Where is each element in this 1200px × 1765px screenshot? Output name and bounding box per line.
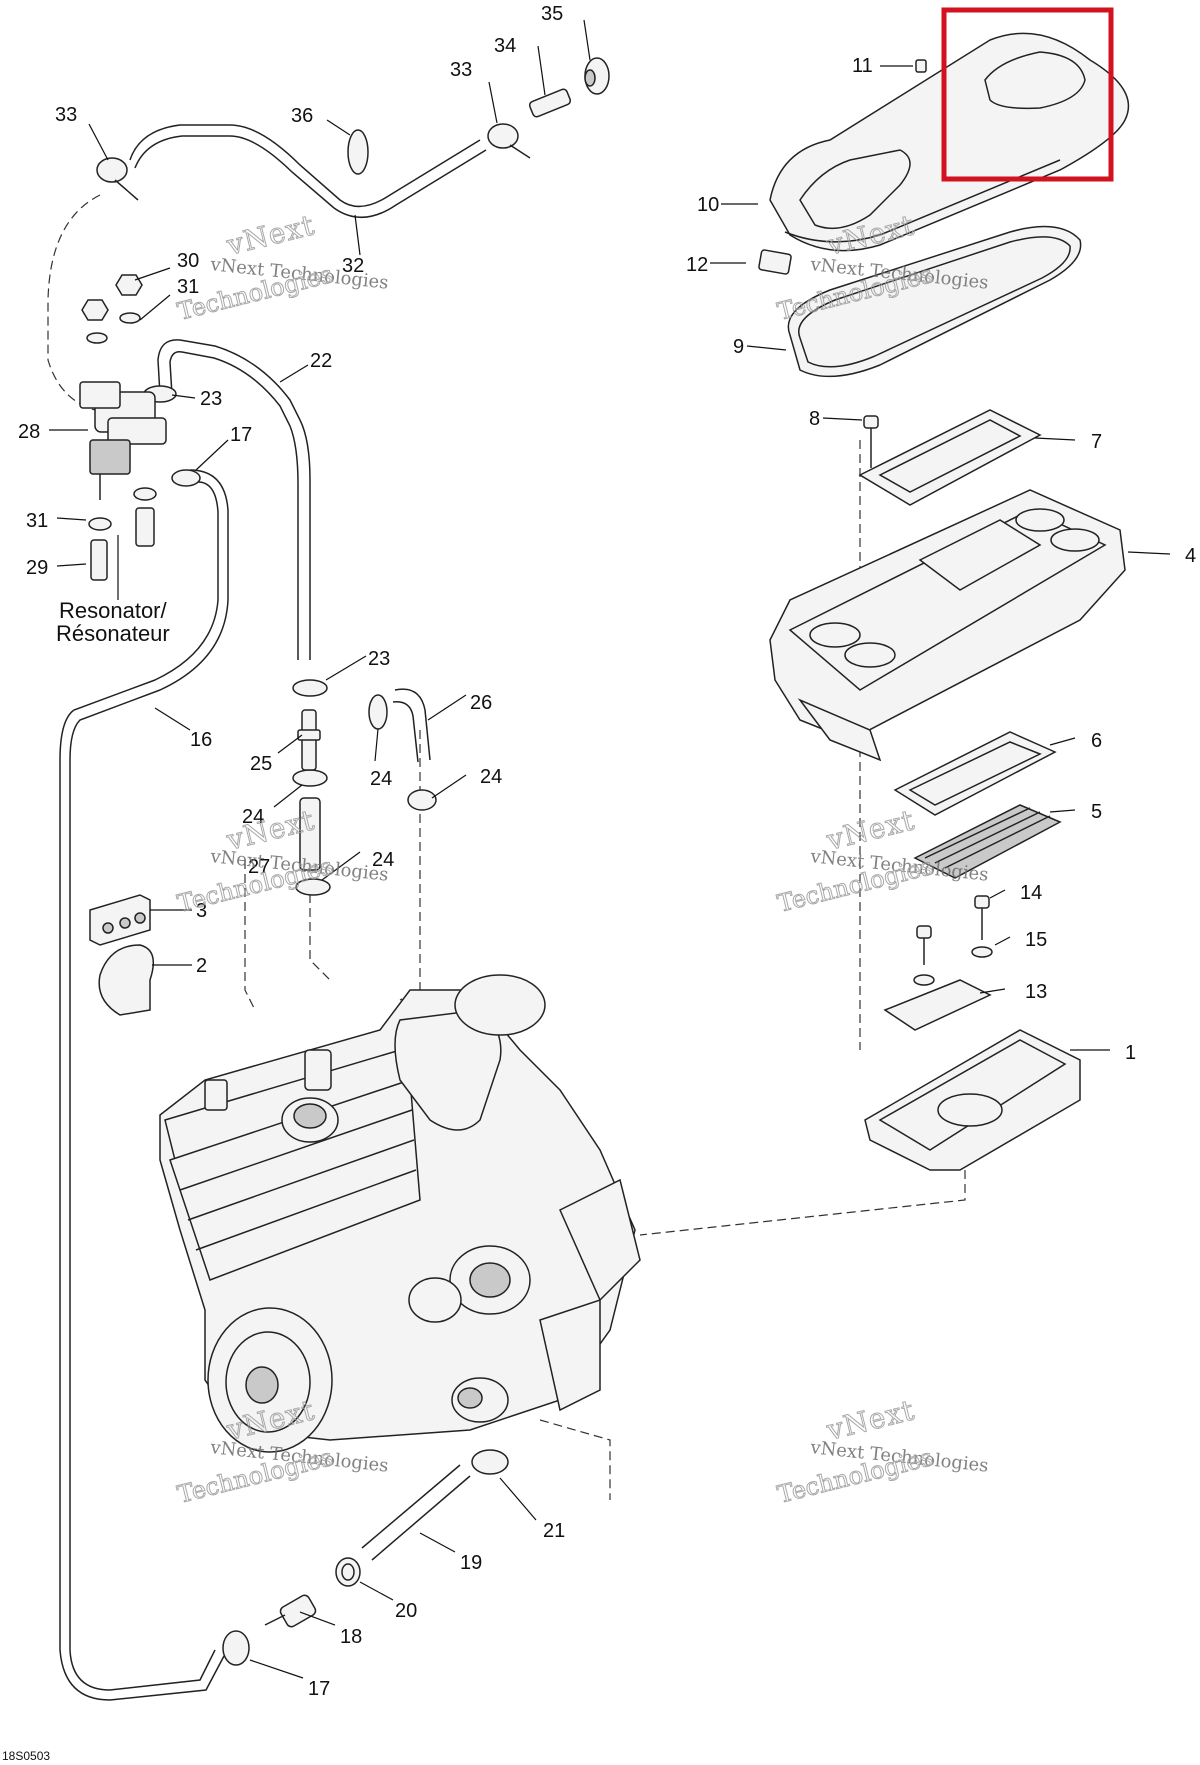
clamp-24-a bbox=[368, 694, 388, 730]
callout-36: 36 bbox=[291, 105, 313, 127]
callout-24: 24 bbox=[480, 766, 502, 788]
callout-30: 30 bbox=[177, 250, 199, 272]
engine-assembly bbox=[159, 974, 641, 1453]
watermark-line1: vNext bbox=[223, 208, 318, 262]
callout-5: 5 bbox=[1091, 801, 1102, 823]
callout-18: 18 bbox=[340, 1626, 362, 1648]
callout-13: 13 bbox=[1025, 981, 1047, 1003]
callout-16: 16 bbox=[190, 729, 212, 751]
callout-11: 11 bbox=[852, 55, 873, 77]
solenoid-28 bbox=[79, 274, 167, 581]
callout-28: 28 bbox=[18, 421, 40, 443]
watermark-mid-right: vNext vNext Technologies Technologies bbox=[774, 803, 989, 919]
callout-15: 15 bbox=[1025, 929, 1047, 951]
callout-8: 8 bbox=[809, 408, 820, 430]
plate-7 bbox=[858, 409, 1042, 506]
clamp-33-left bbox=[96, 157, 128, 183]
callout-22: 22 bbox=[310, 350, 332, 372]
callout-29: 29 bbox=[26, 557, 48, 579]
brackets-2-3 bbox=[89, 894, 155, 1016]
cover-10 bbox=[769, 32, 1130, 252]
screw-8 bbox=[863, 415, 879, 468]
callout-34: 34 bbox=[494, 35, 516, 57]
callout-12: 12 bbox=[686, 254, 708, 276]
callout-4: 4 bbox=[1185, 545, 1196, 567]
clamp-17-bottom bbox=[222, 1630, 250, 1666]
clip-12 bbox=[758, 249, 792, 275]
callout-33: 33 bbox=[55, 104, 77, 126]
callout-2: 2 bbox=[196, 955, 207, 977]
clamp-23-mid bbox=[292, 679, 328, 697]
callout-23: 23 bbox=[368, 648, 390, 670]
callout-17: 17 bbox=[308, 1678, 330, 1700]
callout-10: 10 bbox=[697, 194, 719, 216]
clamp-24-d bbox=[295, 878, 331, 896]
leader-lines bbox=[49, 19, 1171, 1679]
screw-11 bbox=[915, 59, 927, 73]
screws-14-15 bbox=[913, 895, 993, 986]
plate-13 bbox=[883, 979, 992, 1031]
callout-1: 1 bbox=[1125, 1042, 1136, 1064]
callout-14: 14 bbox=[1020, 882, 1042, 904]
clamp-17-top bbox=[171, 469, 201, 487]
callout-24: 24 bbox=[370, 768, 392, 790]
callout-3: 3 bbox=[196, 900, 207, 922]
callout-25: 25 bbox=[250, 753, 272, 775]
highlight-box[interactable] bbox=[941, 7, 1114, 182]
callout-6: 6 bbox=[1091, 730, 1102, 752]
filter-18 bbox=[264, 1594, 317, 1628]
fitting-34-35 bbox=[528, 57, 610, 118]
hose-routing bbox=[59, 124, 487, 1701]
clamp-36 bbox=[347, 129, 369, 175]
callout-31: 31 bbox=[177, 276, 199, 298]
callout-17: 17 bbox=[230, 424, 252, 446]
watermark-bottom-right: vNext vNext Technologies Technologies bbox=[774, 1393, 989, 1510]
clamp-21 bbox=[471, 1449, 509, 1475]
callout-24: 24 bbox=[242, 806, 264, 828]
callout-31: 31 bbox=[26, 510, 48, 532]
reed-valve-5 bbox=[913, 804, 1062, 879]
callout-23: 23 bbox=[200, 388, 222, 410]
callout-33: 33 bbox=[450, 59, 472, 81]
callout-27: 27 bbox=[248, 856, 270, 878]
watermark-mid-left: vNext vNext Technologies Technologies bbox=[174, 803, 389, 919]
callout-9: 9 bbox=[733, 336, 744, 358]
connectors-25-27 bbox=[297, 709, 321, 871]
callout-35: 35 bbox=[541, 3, 563, 25]
callout-20: 20 bbox=[395, 1600, 417, 1622]
callout-32: 32 bbox=[342, 255, 364, 277]
base-1 bbox=[864, 1029, 1081, 1171]
callout-19: 19 bbox=[460, 1552, 482, 1574]
callout-numbers: 35 34 33 33 36 32 30 31 23 22 17 28 31 2… bbox=[18, 3, 1196, 1700]
clamp-24-b bbox=[292, 769, 328, 787]
callout-26: 26 bbox=[470, 692, 492, 714]
diagram-reference-code: 18S0503 bbox=[2, 1749, 50, 1763]
housing-4 bbox=[769, 489, 1126, 762]
clamp-24-c bbox=[407, 789, 437, 811]
gasket-6 bbox=[893, 731, 1057, 816]
resonator-label-fr: Résonateur bbox=[56, 621, 170, 646]
callout-21: 21 bbox=[543, 1520, 565, 1542]
callout-24: 24 bbox=[372, 849, 394, 871]
callout-7: 7 bbox=[1091, 431, 1102, 453]
resonator-label: Resonator/ Résonateur bbox=[56, 598, 170, 646]
clamp-33-right bbox=[487, 123, 519, 149]
gasket-9 bbox=[787, 225, 1082, 378]
resonator-label-en: Resonator/ bbox=[59, 598, 168, 623]
